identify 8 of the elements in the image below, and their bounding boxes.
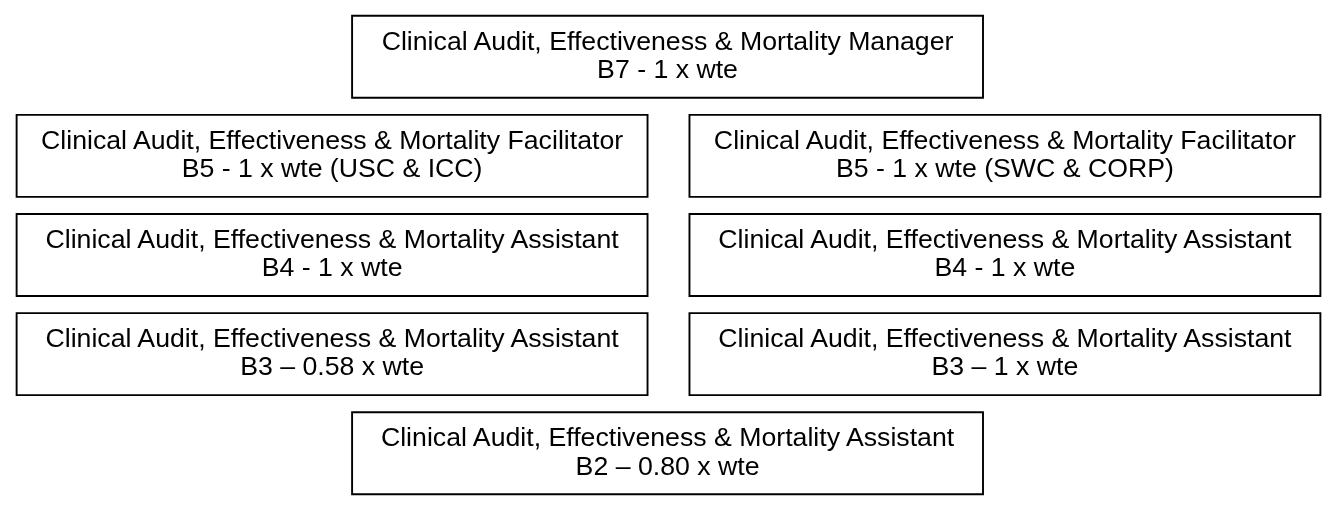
node-box: Clinical Audit, Effectiveness & Mortality Assistant B4 - 1 x wte xyxy=(688,213,1321,297)
node-box: Clinical Audit, Effectiveness & Mortality Assistant B2 – 0.80 x wte xyxy=(350,411,984,496)
node-box: Clinical Audit, Effectiveness & Mortality Assistant B4 - 1 x wte xyxy=(15,213,648,297)
node-box: Clinical Audit, Effectiveness & Mortality Manager B7 - 1 x wte xyxy=(350,14,984,99)
node-box: Clinical Audit, Effectiveness & Mortality Facilitator B5 - 1 x wte (USC & ICC) xyxy=(15,113,648,198)
node-box: Clinical Audit, Effectiveness & Mortality Assistant B3 – 1 x wte xyxy=(688,312,1321,397)
node-box: Clinical Audit, Effectiveness & Mortality Assistant B3 – 0.58 x wte xyxy=(15,312,648,397)
node-box: Clinical Audit, Effectiveness & Mortality Facilitator B5 - 1 x wte (SWC & CORP) xyxy=(688,113,1321,198)
